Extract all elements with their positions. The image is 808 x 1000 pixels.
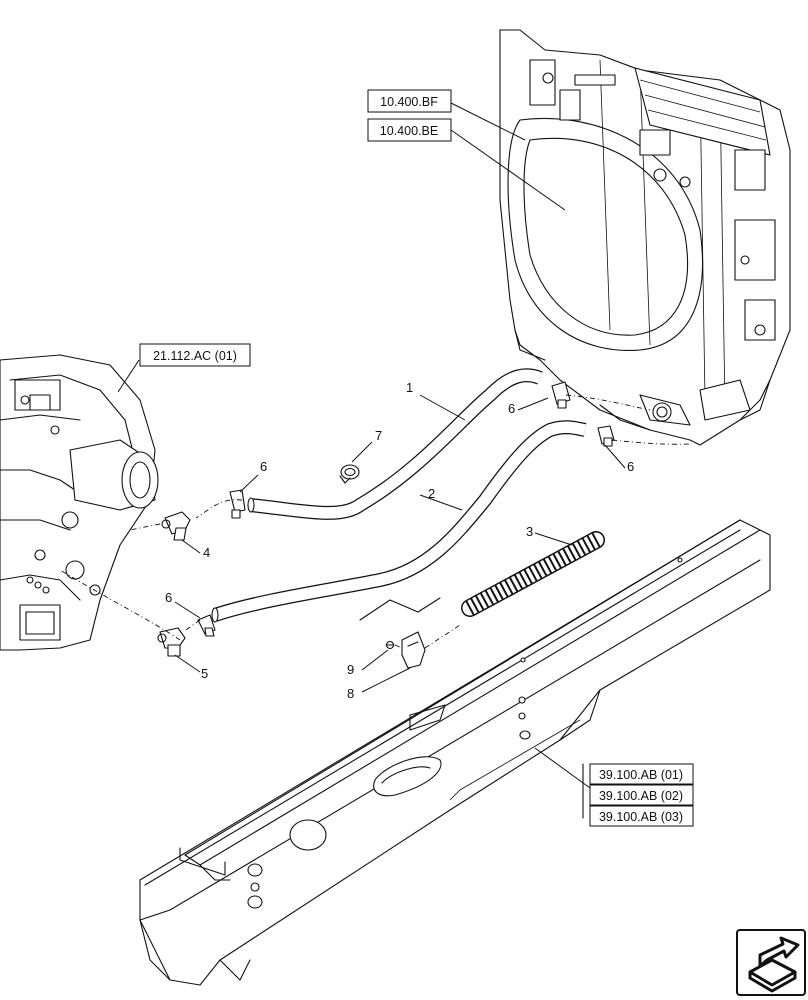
sleeve-rib <box>547 556 558 572</box>
ref-39-100-ab-02[interactable]: 39.100.AB (02) <box>589 784 694 806</box>
callout-6-upper-right: 6 <box>508 401 515 416</box>
ref-10-400-bf-label: 10.400.BF <box>380 95 438 109</box>
leader-lines <box>117 102 626 789</box>
bolt-9 <box>385 640 395 650</box>
assembly-bracket-mark <box>359 597 441 621</box>
sleeve-rib <box>470 597 480 613</box>
sleeve-rib <box>499 582 509 598</box>
hose-2 <box>211 420 587 623</box>
ref-10-400-bf[interactable]: 10.400.BF <box>367 89 452 113</box>
transmission-assembly <box>0 354 159 651</box>
radiator-assembly <box>499 29 791 446</box>
callout-3: 3 <box>526 524 533 539</box>
clip-8 <box>401 631 426 669</box>
centerlines <box>59 394 691 649</box>
sleeve-rib <box>591 532 601 548</box>
sleeve-rib <box>528 566 538 582</box>
frame-rail <box>139 519 771 986</box>
sleeve-rib <box>494 584 504 600</box>
sleeve-rib <box>567 545 577 561</box>
sleeve-rib <box>557 550 567 566</box>
next-page-arrow-icon[interactable] <box>736 929 806 996</box>
callout-6-lower-right: 6 <box>627 459 634 474</box>
sleeve-rib <box>538 561 548 577</box>
fitting-5 <box>157 627 186 657</box>
hose-1 <box>247 368 543 520</box>
ref-39-100-ab-01-label: 39.100.AB (01) <box>599 768 683 782</box>
callout-8: 8 <box>347 686 354 701</box>
callout-9: 9 <box>347 662 354 677</box>
sleeve-rib <box>552 553 562 569</box>
ref-39-100-ab-01[interactable]: 39.100.AB (01) <box>589 763 694 785</box>
fitting-6-upper-right <box>551 381 571 409</box>
sleeve-rib <box>484 590 495 606</box>
callout-7: 7 <box>375 428 382 443</box>
fitting-6-lower-left <box>197 614 216 637</box>
sleeve-rib <box>465 600 475 616</box>
callout-4: 4 <box>203 545 210 560</box>
ref-21-112-ac-label: 21.112.AC (01) <box>153 349 237 363</box>
fitting-4 <box>161 511 191 541</box>
callout-6-lower-left: 6 <box>165 590 172 605</box>
sleeve-rib <box>475 595 485 611</box>
sleeve-rib <box>542 558 553 574</box>
callout-6-upper-left: 6 <box>260 459 267 474</box>
callout-5: 5 <box>201 666 208 681</box>
ref-10-400-be-label: 10.400.BE <box>380 124 438 138</box>
ref-21-112-ac-01[interactable]: 21.112.AC (01) <box>139 343 251 367</box>
sleeve-rib <box>508 576 519 592</box>
hose-clamp-7 <box>339 464 360 484</box>
sleeve-rib <box>504 579 514 595</box>
sleeve-rib <box>513 574 524 590</box>
fitting-6-lower-right <box>597 425 615 447</box>
callout-2: 2 <box>428 486 435 501</box>
sleeve-rib <box>581 537 591 553</box>
sleeve-rib <box>518 571 528 587</box>
sleeve-rib <box>562 548 572 564</box>
ref-39-100-ab-03-label: 39.100.AB (03) <box>599 810 683 824</box>
sleeve-rib <box>533 563 543 579</box>
corrugated-sleeve <box>461 531 605 617</box>
ref-10-400-be[interactable]: 10.400.BE <box>367 118 452 142</box>
sleeve-rib <box>586 535 596 551</box>
sleeve-rib <box>479 592 490 608</box>
sleeve-rib <box>489 587 499 603</box>
sleeve-rib <box>571 542 582 558</box>
callout-1: 1 <box>406 380 413 395</box>
ref-39-100-ab-02-label: 39.100.AB (02) <box>599 789 683 803</box>
sleeve-rib <box>576 540 587 556</box>
sleeve-rib <box>523 569 533 585</box>
ref-39-100-ab-03[interactable]: 39.100.AB (03) <box>589 805 694 827</box>
fitting-6-upper-left <box>229 489 246 519</box>
